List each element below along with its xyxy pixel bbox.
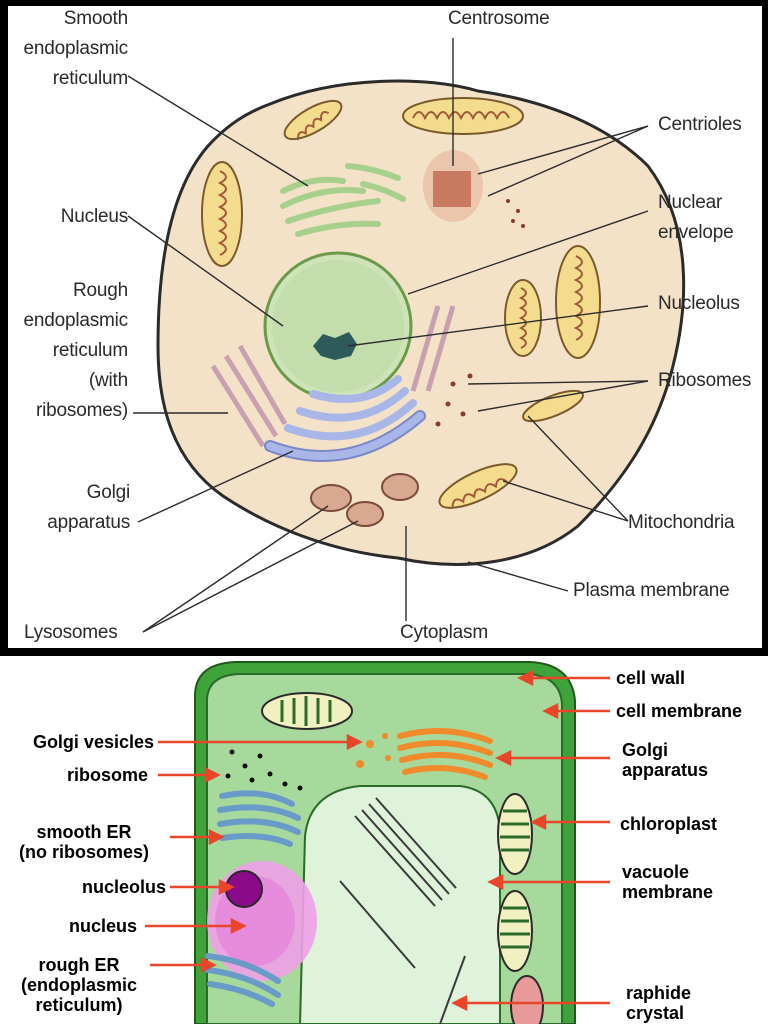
centrosome-shape bbox=[423, 150, 525, 228]
rough-er-shape bbox=[205, 953, 281, 1007]
mitochondrion bbox=[402, 97, 524, 135]
label-golgi-apparatus: Golgi apparatus bbox=[622, 740, 709, 780]
rough-er-shape bbox=[210, 305, 456, 448]
mitochondrion-shape bbox=[510, 975, 544, 1024]
label-mitochondria: Mitochondria bbox=[628, 512, 735, 533]
plant-cell-panel: cell wall cell membrane Golgi vesicles G… bbox=[0, 656, 768, 1024]
animal-cell-panel: Smooth endoplasmic reticulum Centrosome … bbox=[8, 6, 762, 648]
ribosome-dots bbox=[225, 749, 303, 791]
annotation-arrows bbox=[145, 669, 610, 1012]
mitochondrion bbox=[438, 463, 518, 509]
label-nucleolus: Nucleolus bbox=[658, 293, 740, 314]
label-centrosome: Centrosome bbox=[448, 8, 550, 29]
leader-lines bbox=[127, 38, 649, 633]
nucleus-shape bbox=[207, 861, 317, 981]
label-cytoplasm: Cytoplasm bbox=[400, 622, 488, 643]
golgi-shape bbox=[397, 728, 493, 780]
plant-cell-diagram bbox=[145, 661, 610, 1024]
label-raphide-crystal: raphide crystal bbox=[626, 983, 692, 1023]
label-rough-er: rough ER (endoplasmic reticulum) bbox=[20, 955, 138, 1015]
golgi-shape bbox=[264, 375, 426, 462]
label-golgi: Golgi apparatus bbox=[47, 482, 130, 533]
raphide-crystal-shape bbox=[339, 797, 466, 1024]
mitochondrion bbox=[201, 161, 243, 267]
mitochondrion bbox=[283, 99, 343, 141]
label-plasma-membrane: Plasma membrane bbox=[573, 580, 730, 601]
ribosome-dots bbox=[435, 373, 473, 427]
vacuole-shape bbox=[298, 785, 501, 1024]
chloroplast-shape bbox=[261, 692, 353, 730]
label-chloroplast: chloroplast bbox=[620, 814, 718, 834]
smooth-er-shape bbox=[280, 163, 406, 237]
label-smooth-er: Smooth endoplasmic reticulum bbox=[23, 8, 129, 89]
label-ribosomes: Ribosomes bbox=[658, 370, 752, 391]
label-nuclear-envelope: Nuclear envelope bbox=[658, 192, 734, 243]
label-lysosomes: Lysosomes bbox=[24, 622, 118, 643]
animal-cell-diagram bbox=[127, 38, 686, 633]
golgi-vesicles-shape bbox=[356, 733, 391, 768]
label-smooth-er: smooth ER (no ribosomes) bbox=[18, 822, 149, 862]
label-nucleus: nucleus bbox=[68, 916, 137, 936]
nucleus-shape bbox=[263, 251, 413, 401]
mitochondrion bbox=[504, 279, 542, 357]
label-ribosome: ribosome bbox=[66, 765, 148, 785]
label-cell-wall: cell wall bbox=[616, 668, 686, 688]
animal-cell-membrane bbox=[156, 79, 686, 566]
chloroplast-shape bbox=[497, 890, 533, 972]
chloroplast-shape bbox=[497, 793, 533, 875]
label-centrioles: Centrioles bbox=[658, 114, 742, 135]
label-cell-membrane: cell membrane bbox=[616, 701, 743, 721]
label-nucleus: Nucleus bbox=[60, 206, 128, 227]
label-rough-er: Rough endoplasmic reticulum (with riboso… bbox=[23, 280, 129, 421]
mitochondrion bbox=[522, 389, 584, 423]
label-golgi-vesicles: Golgi vesicles bbox=[32, 732, 154, 752]
smooth-er-shape bbox=[217, 790, 301, 847]
mitochondrion bbox=[555, 245, 601, 359]
label-vacuole-membrane: vacuole membrane bbox=[622, 862, 714, 902]
lysosome-shapes bbox=[310, 473, 419, 527]
label-nucleolus: nucleolus bbox=[81, 877, 166, 897]
